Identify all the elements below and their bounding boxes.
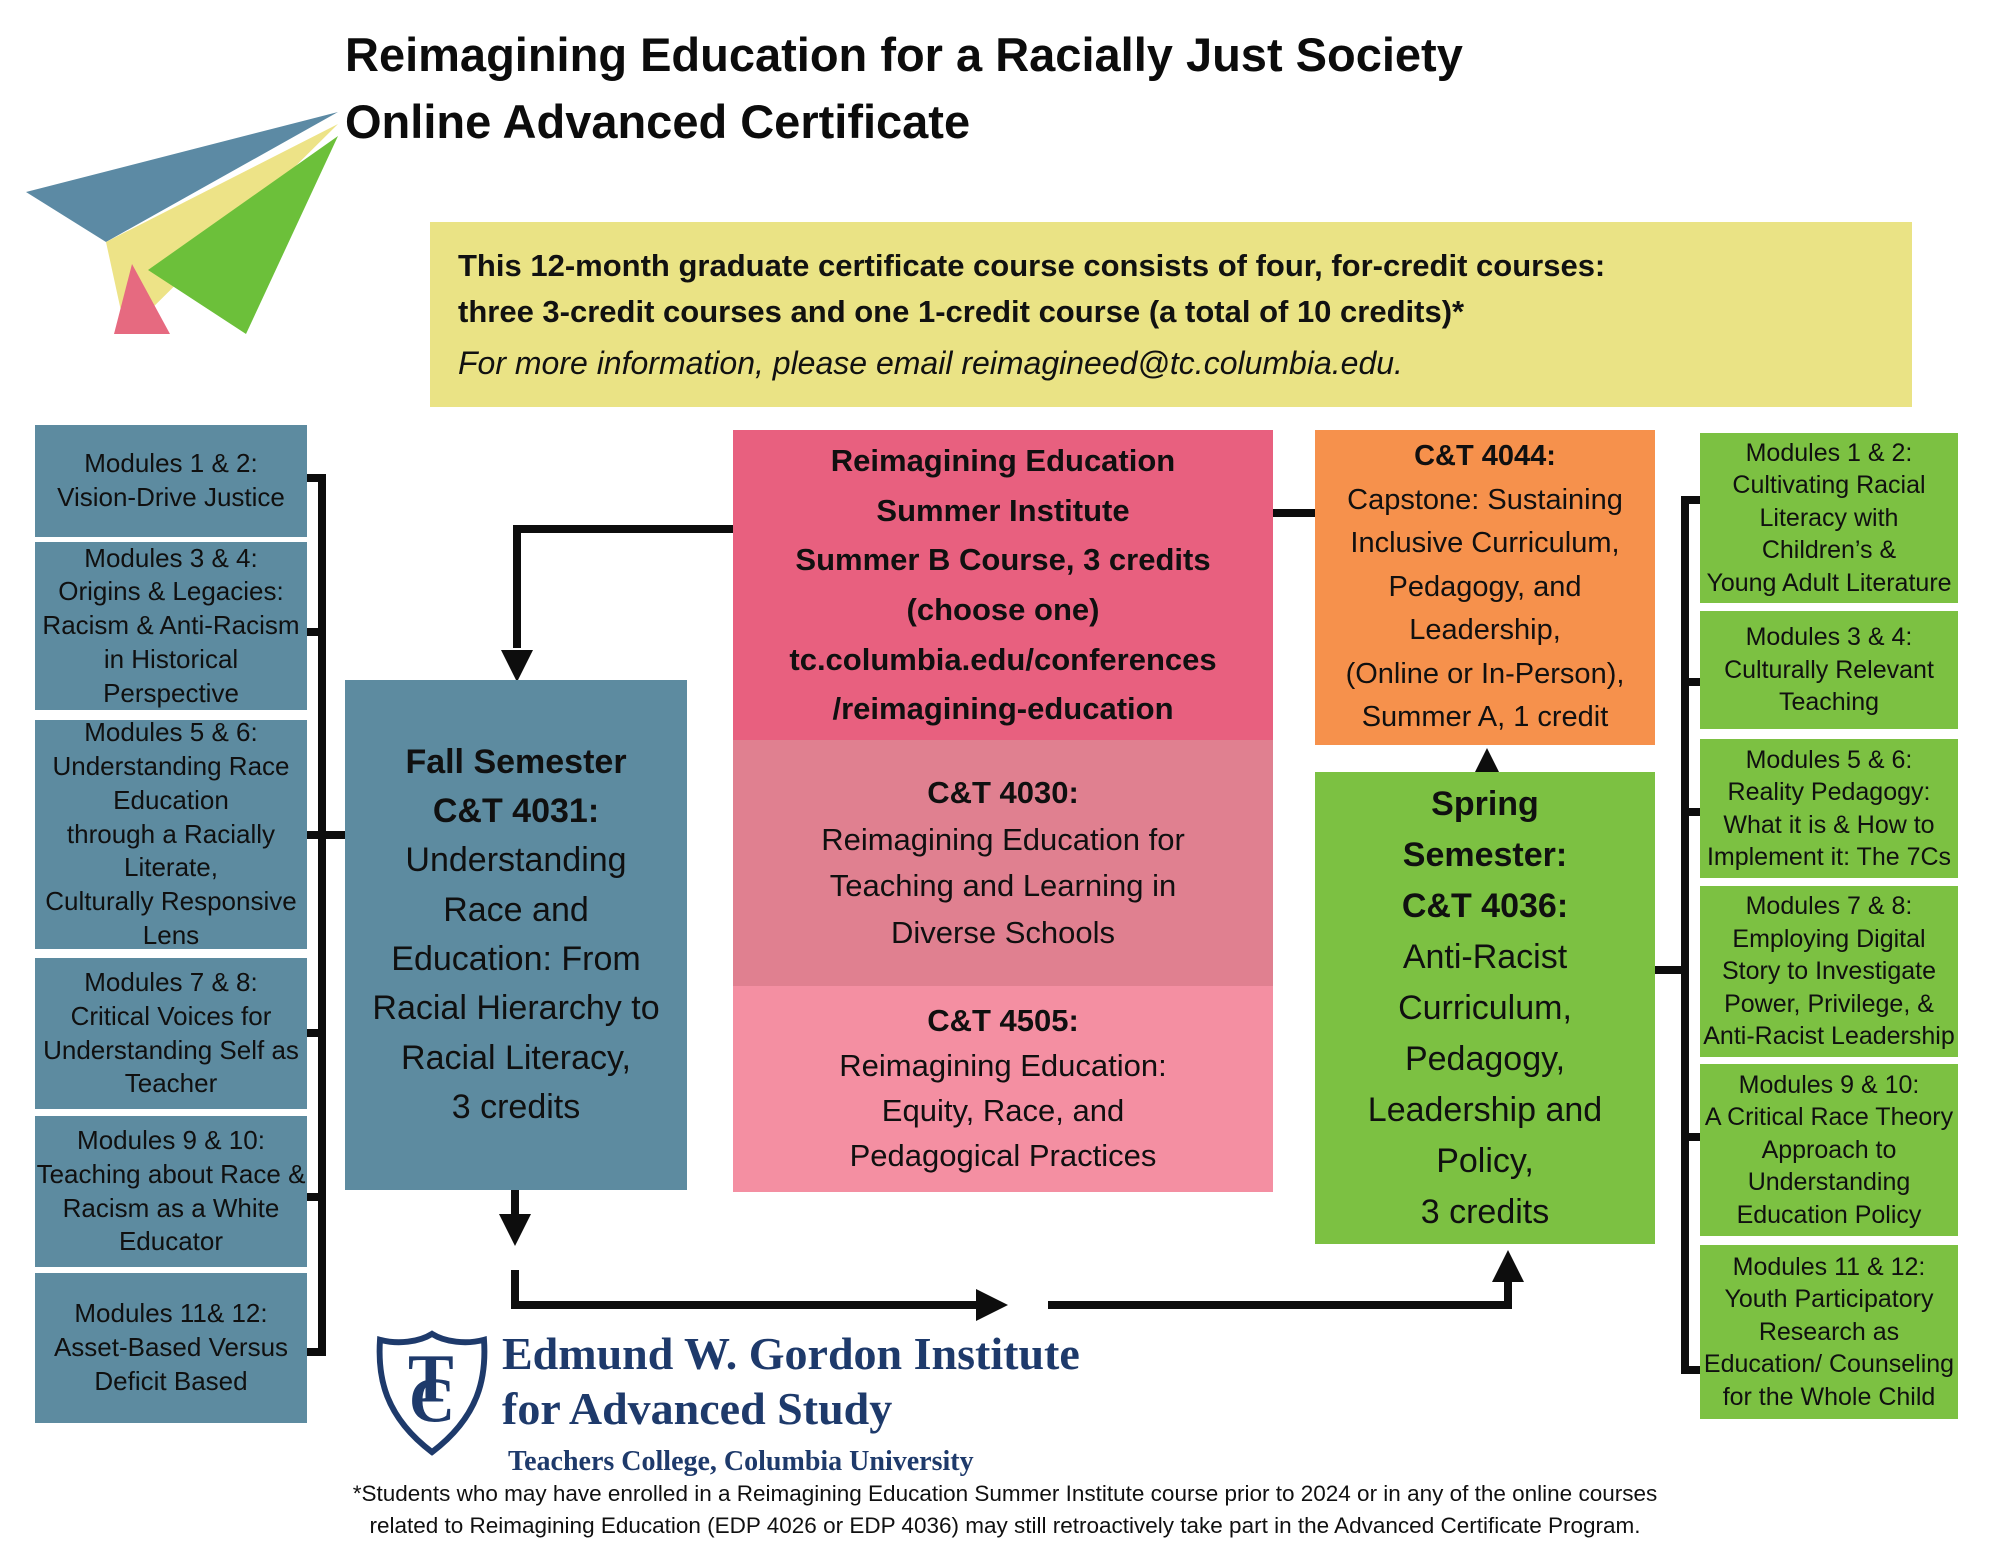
module-label: Modules 11& 12: Asset-Based Versus Defic… [53, 1298, 289, 1396]
course-description: Reimagining Education: Equity, Race, and… [839, 1048, 1167, 1173]
course-code: C&T 4030: [927, 775, 1079, 810]
course-description: Understanding Race and Education: From R… [372, 841, 660, 1126]
module-label: Modules 3 & 4: Origins & Legacies: Racis… [42, 542, 300, 708]
course-code: Spring Semester: C&T 4036: [1401, 784, 1569, 925]
module-label: Modules 5 & 6: Reality Pedagogy: What it… [1706, 745, 1952, 872]
module-label: Modules 7 & 8: Critical Voices for Under… [43, 966, 299, 1099]
fall-module-7-8: Modules 7 & 8: Critical Voices for Under… [35, 958, 307, 1109]
course-code: C&T 4505: [927, 1003, 1079, 1039]
svg-text:T: T [408, 1340, 454, 1416]
program-summary-text: This 12-month graduate certificate cours… [458, 247, 1606, 330]
ct4505-course-box: C&T 4505: Reimagining Education: Equity,… [733, 986, 1273, 1192]
spring-semester-course-box: Spring Semester: C&T 4036: Anti-Racist C… [1315, 772, 1655, 1244]
spring-module-1-2: Modules 1 & 2: Cultivating Racial Litera… [1700, 433, 1958, 603]
left-bracket-line [300, 474, 326, 1356]
fall-module-11-12: Modules 11& 12: Asset-Based Versus Defic… [35, 1273, 307, 1423]
module-label: Modules 1 & 2: Vision-Drive Justice [57, 448, 285, 512]
module-label: Modules 11 & 12: Youth Participatory Res… [1703, 1252, 1955, 1411]
spring-module-7-8: Modules 7 & 8: Employing Digital Story t… [1700, 886, 1958, 1057]
module-label: Modules 9 & 10: A Critical Race Theory A… [1704, 1070, 1954, 1229]
program-summary-box: This 12-month graduate certificate cours… [430, 222, 1912, 407]
fall-module-9-10: Modules 9 & 10: Teaching about Race & Ra… [35, 1116, 307, 1267]
module-label: Modules 1 & 2: Cultivating Racial Litera… [1706, 438, 1952, 597]
institute-name: Edmund W. Gordon Institute for Advanced … [502, 1328, 1080, 1435]
course-description: Reimagining Education for Teaching and L… [821, 821, 1185, 950]
fall-module-3-4: Modules 3 & 4: Origins & Legacies: Racis… [35, 542, 307, 710]
course-code: Fall Semester C&T 4031: [405, 742, 627, 831]
svg-text:C: C [409, 1364, 455, 1435]
module-label: Modules 9 & 10: Teaching about Race & Ra… [36, 1124, 306, 1257]
summer-institute-box: Reimagining Education Summer Institute S… [733, 430, 1273, 740]
ct4030-course-box: C&T 4030: Reimagining Education for Teac… [733, 740, 1273, 986]
page-title: Reimagining Education for a Racially Jus… [345, 28, 1463, 148]
module-label: Modules 7 & 8: Employing Digital Story t… [1703, 892, 1955, 1051]
course-description: Capstone: Sustaining Inclusive Curriculu… [1345, 483, 1625, 734]
spring-module-3-4: Modules 3 & 4: Culturally Relevant Teach… [1700, 611, 1958, 729]
spring-module-9-10: Modules 9 & 10: A Critical Race Theory A… [1700, 1064, 1958, 1236]
school-name: Teachers College, Columbia University [508, 1446, 974, 1477]
capstone-course-box: C&T 4044: Capstone: Sustaining Inclusive… [1315, 430, 1655, 745]
course-description: Anti-Racist Curriculum, Pedagogy, Leader… [1367, 937, 1603, 1231]
module-label: Modules 3 & 4: Culturally Relevant Teach… [1724, 623, 1934, 717]
course-code: C&T 4044: [1414, 440, 1556, 473]
footnote-text: *Students who may have enrolled in a Rei… [352, 1481, 1658, 1538]
fall-module-1-2: Modules 1 & 2: Vision-Drive Justice [35, 425, 307, 537]
spring-module-5-6: Modules 5 & 6: Reality Pedagogy: What it… [1700, 739, 1958, 878]
fall-semester-course-box: Fall Semester C&T 4031: Understanding Ra… [345, 680, 687, 1190]
spring-module-11-12: Modules 11 & 12: Youth Participatory Res… [1700, 1245, 1958, 1419]
program-contact-text: For more information, please email reima… [458, 344, 1403, 381]
fall-module-5-6: Modules 5 & 6: Understanding Race Educat… [35, 717, 307, 950]
tc-shield-icon: C T [376, 1330, 488, 1456]
paper-airplane-icon [26, 112, 338, 334]
module-label: Modules 5 & 6: Understanding Race Educat… [45, 717, 297, 950]
summer-institute-text: Reimagining Education Summer Institute S… [789, 443, 1217, 727]
